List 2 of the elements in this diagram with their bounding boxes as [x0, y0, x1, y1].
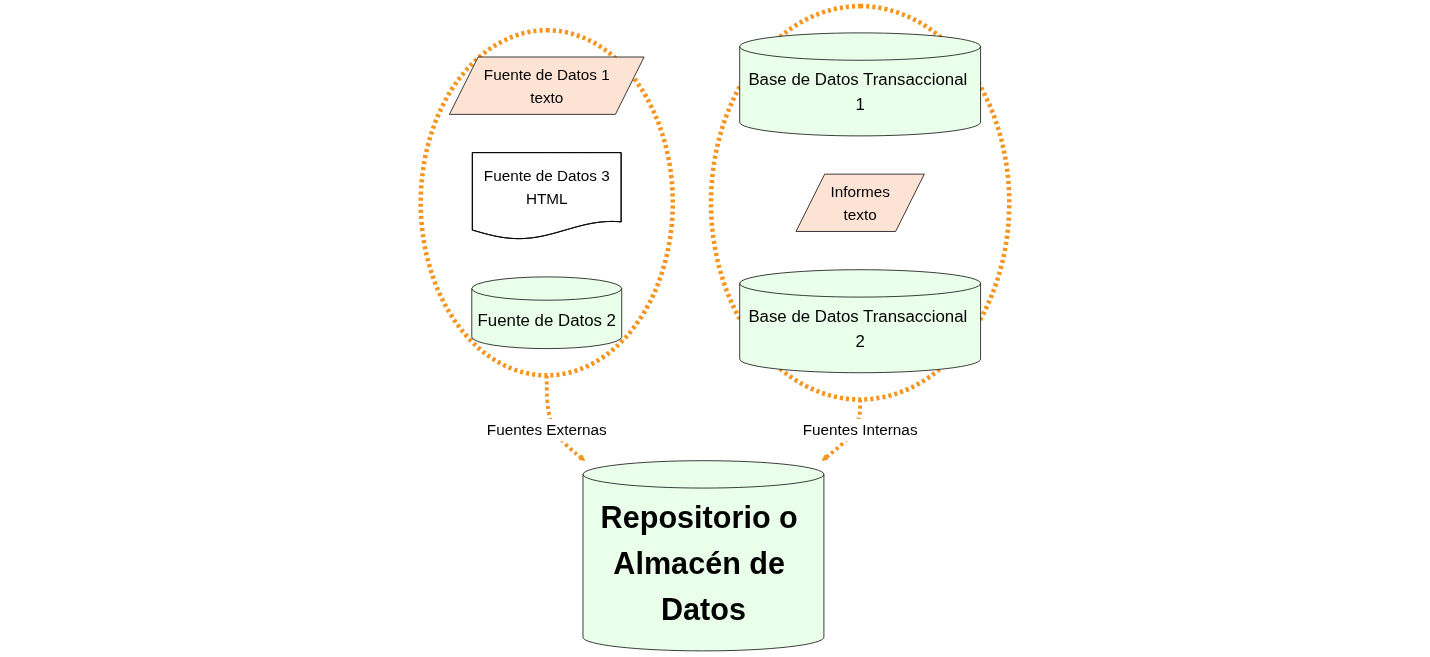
edge-label: Fuentes Externas — [486, 421, 607, 439]
edge-label: Fuentes Internas — [802, 421, 918, 439]
